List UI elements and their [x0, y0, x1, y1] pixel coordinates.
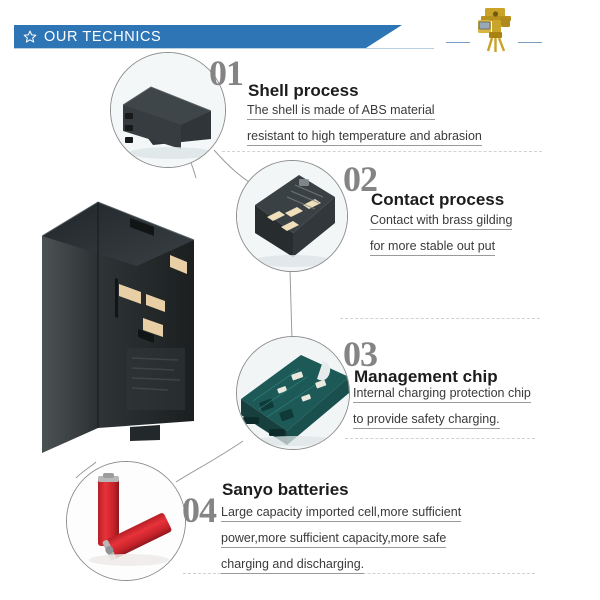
battery-pack-product-image: [41, 201, 195, 453]
battery-shell-photo: [111, 53, 225, 167]
circuit-board-photo: [237, 337, 349, 449]
step-body-01: The shell is made of ABS material resist…: [247, 103, 482, 155]
callout-circle-chip: [236, 336, 350, 450]
step-body-line: Large capacity imported cell,more suffic…: [221, 505, 462, 522]
emblem-rule-right: [518, 42, 542, 43]
step-number-01: 01: [209, 53, 244, 93]
step-body-line: Contact with brass gilding: [370, 213, 513, 230]
section-separator: [222, 151, 542, 152]
step-body-line: for more stable out put: [370, 239, 496, 256]
section-header-bar: OUR TECHNICS: [14, 25, 304, 48]
page-title: OUR TECHNICS: [44, 28, 162, 45]
surveying-instrument-icon: [478, 8, 511, 52]
callout-circle-shell: [110, 52, 226, 168]
step-body-03: Internal charging protection chip to pro…: [353, 386, 531, 438]
step-body-line: The shell is made of ABS material: [247, 103, 435, 120]
step-body-line: Internal charging protection chip: [353, 386, 531, 403]
battery-contacts-photo: [237, 161, 347, 271]
section-separator: [345, 438, 535, 439]
step-title-04: Sanyo batteries: [222, 480, 349, 499]
step-body-04: Large capacity imported cell,more suffic…: [221, 505, 462, 583]
step-number-02: 02: [343, 159, 378, 199]
step-body-line: charging and discharging.: [221, 557, 365, 574]
emblem-rule-left: [446, 42, 470, 43]
callout-circle-contacts: [236, 160, 348, 272]
step-body-line: resistant to high temperature and abrasi…: [247, 129, 482, 146]
step-title-02: Contact process: [371, 190, 505, 209]
step-number-03: 03: [343, 334, 378, 374]
header-wedge-decoration: [304, 25, 420, 48]
step-body-02: Contact with brass gilding for more stab…: [370, 213, 513, 265]
section-separator: [340, 318, 540, 319]
step-number-04: 04: [182, 490, 217, 530]
header-underline: [14, 48, 434, 49]
step-body-line: to provide safety charging.: [353, 412, 500, 429]
callout-circle-cells: [66, 461, 186, 581]
lithium-cells-photo: [67, 462, 185, 580]
step-title-01: Shell process: [248, 81, 359, 100]
star-icon: [23, 30, 37, 43]
step-title-03: Management chip: [354, 367, 498, 386]
step-body-line: power,more sufficient capacity,more safe: [221, 531, 447, 548]
